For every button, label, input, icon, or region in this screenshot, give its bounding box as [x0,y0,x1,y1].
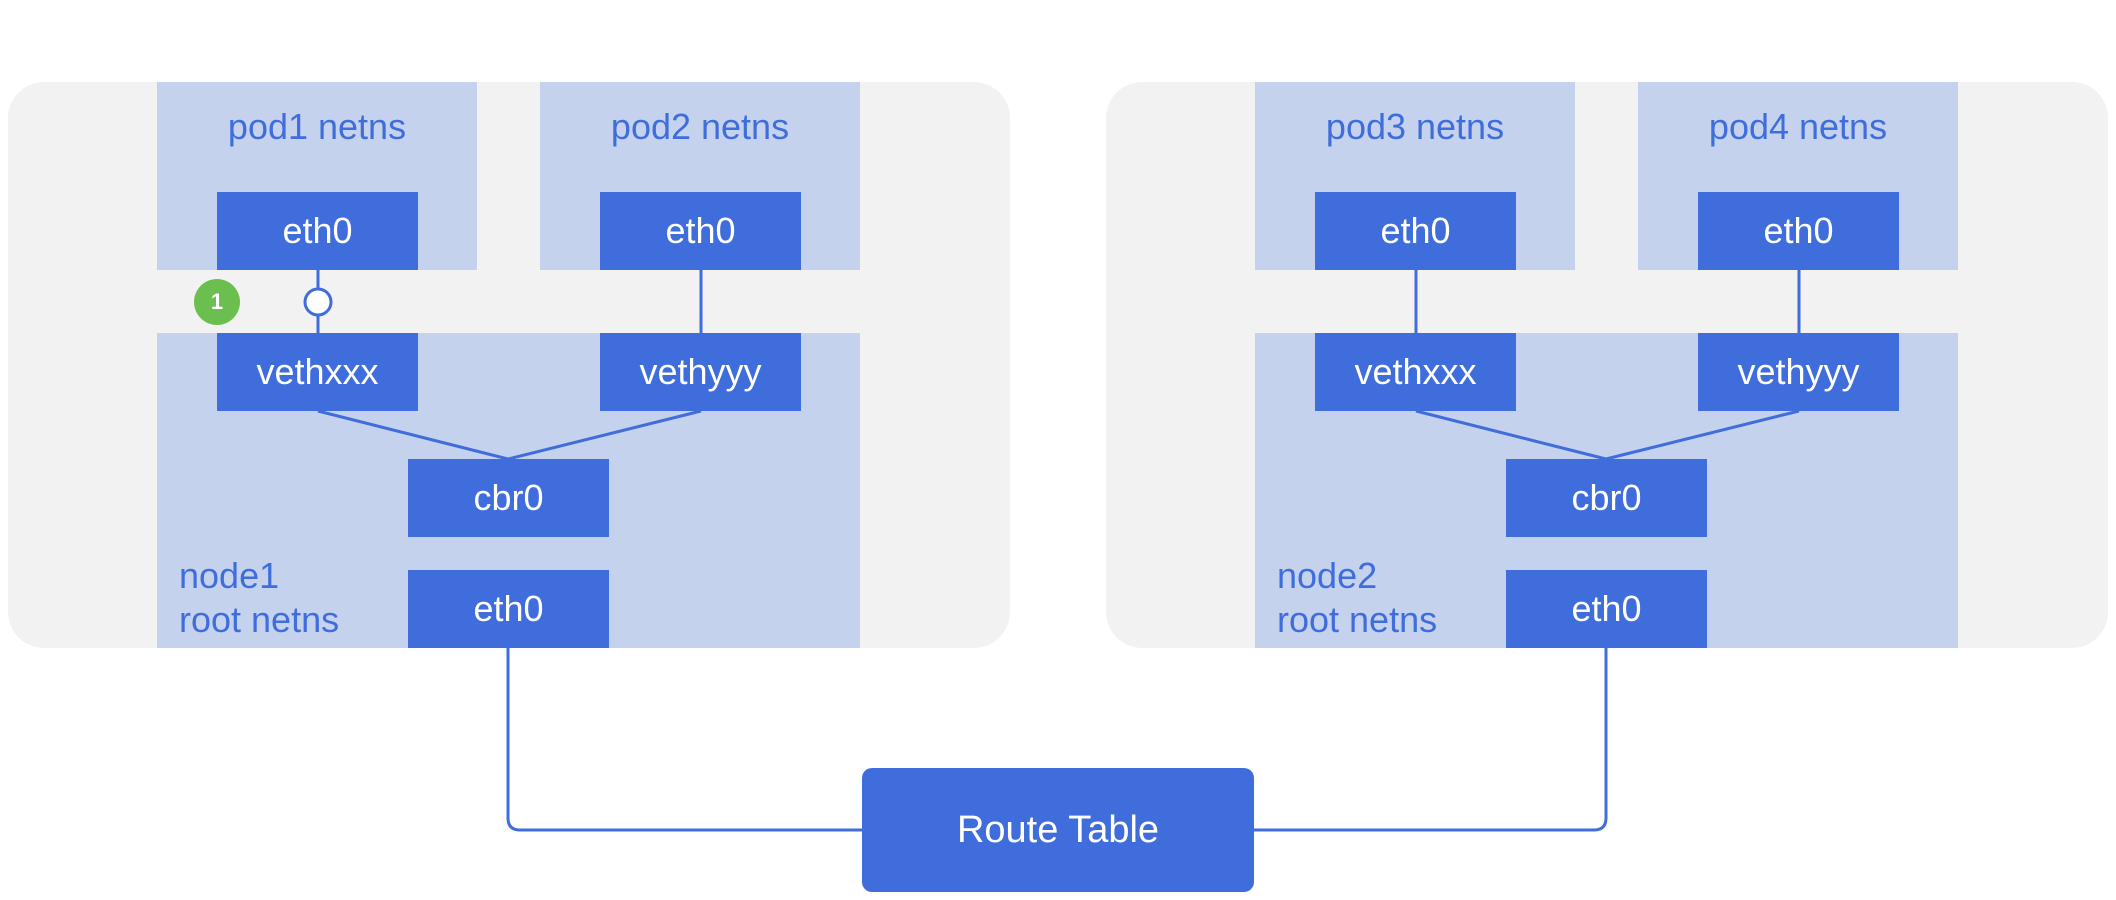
pod3-eth0: eth0 [1315,192,1516,270]
node2-cbr0: cbr0 [1506,459,1707,537]
node1-name: node1 [179,555,280,596]
pod2-netns-label: pod2 netns [610,106,790,147]
route-table: Route Table [862,768,1254,892]
node1-root-netns-text: root netns [179,599,340,640]
node1-vethyyy: vethyyy [600,333,801,411]
node1-root-eth0: eth0 [408,570,609,648]
node2-vethyyy-to-cbr0-link [1605,409,1800,461]
pod3-netns-label: pod3 netns [1325,106,1505,147]
node2-root-eth0: eth0 [1506,570,1707,648]
pod4-netns-label: pod4 netns [1708,106,1888,147]
node1-vethxxx: vethxxx [217,333,418,411]
node2-eth-to-route-table-link [1254,648,1608,832]
pod1-eth0: eth0 [217,192,418,270]
node1-vethyyy-to-cbr0-link [507,409,702,461]
pod4-eth0: eth0 [1698,192,1899,270]
pod2-eth0: eth0 [600,192,801,270]
node2-vethxxx: vethxxx [1315,333,1516,411]
step-badge: 1 [194,279,240,325]
node2-vethxxx-to-cbr0-link [1415,409,1607,461]
node2-root-netns-text: root netns [1277,599,1438,640]
node2-name: node2 [1277,555,1378,596]
node2-vethyyy: vethyyy [1698,333,1899,411]
node1-vethxxx-to-cbr0-link [317,409,509,461]
pod1-netns-label: pod1 netns [227,106,407,147]
node1-cbr0: cbr0 [408,459,609,537]
node1-eth-to-route-table-link [506,648,862,832]
node1-root-netns-label: node1 root netns [179,554,339,642]
node2-root-netns-label: node2 root netns [1277,554,1437,642]
packet-marker-circle [303,287,333,317]
